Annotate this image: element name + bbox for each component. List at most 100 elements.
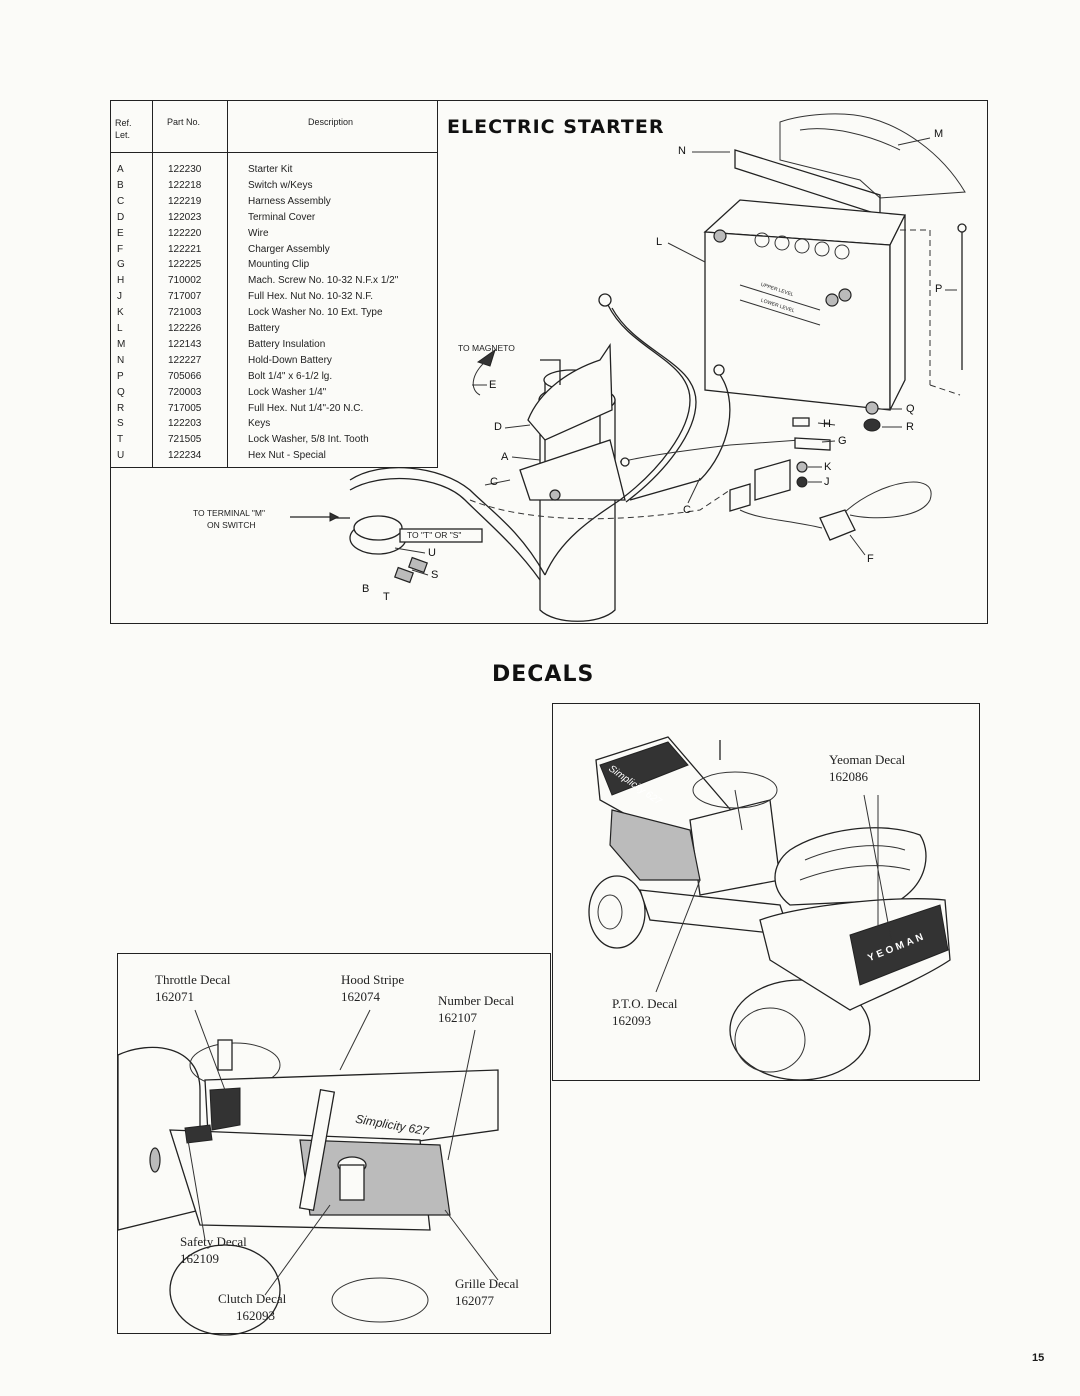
yeoman-decal-name: Yeoman Decal [829, 752, 906, 767]
table-cell-desc: Mach. Screw No. 10-32 N.F.x 1/2" [248, 275, 399, 287]
electric-starter-title: ELECTRIC STARTER [447, 116, 665, 138]
table-cell-desc: Bolt 1/4" x 6-1/2 lg. [248, 370, 333, 382]
right-decal-box [552, 703, 980, 1081]
callout-k: K [824, 461, 832, 473]
table-cell-ref: F [117, 243, 124, 255]
table-cell-ref: D [117, 211, 125, 223]
table-cell-ref: K [117, 307, 124, 319]
number-decal-name: Number Decal [438, 993, 515, 1008]
callout-l: L [656, 236, 663, 248]
page-number: 15 [1032, 1352, 1045, 1364]
table-cell-desc: Full Hex. Nut No. 10-32 N.F. [248, 291, 374, 303]
table-cell-ref: E [117, 227, 124, 239]
table-cell-part: 122143 [168, 338, 202, 350]
parts-table [110, 100, 438, 468]
pto-decal-name: P.T.O. Decal [612, 996, 678, 1011]
throttle-decal-name: Throttle Decal [155, 972, 231, 987]
table-col-divider-1 [152, 100, 153, 468]
callout-q: Q [906, 403, 915, 415]
table-cell-desc: Lock Washer, 5/8 Int. Tooth [248, 434, 369, 446]
hood-stripe-number: 162074 [341, 989, 380, 1004]
table-cell-part: 122230 [168, 164, 202, 175]
callout-t: T [383, 591, 390, 603]
safety-decal-name: Safety Decal [180, 1234, 247, 1249]
decals-title: DECALS [492, 662, 595, 687]
table-cell-ref: C [117, 195, 125, 207]
table-cell-ref: J [117, 291, 122, 303]
table-cell-ref: Q [117, 386, 125, 398]
table-cell-ref: P [117, 370, 124, 382]
to-terminal-m-label: TO TERMINAL "M" [193, 508, 265, 518]
table-cell-part: 717005 [168, 402, 202, 414]
table-cell-part: 122220 [168, 227, 202, 239]
table-cell-part: 122234 [168, 450, 202, 462]
table-cell-part: 705066 [168, 370, 202, 382]
grille-decal-number: 162077 [455, 1293, 494, 1308]
table-cell-desc: Hold-Down Battery [248, 354, 332, 366]
clutch-decal-name: Clutch Decal [218, 1291, 287, 1306]
throttle-decal-number: 162071 [155, 989, 194, 1004]
table-cell-desc: Keys [248, 418, 271, 430]
callout-p: P [935, 283, 943, 295]
table-cell-ref: A [117, 164, 124, 175]
callout-e: E [489, 379, 497, 391]
table-cell-part: 122023 [168, 211, 202, 223]
on-switch-label: ON SWITCH [207, 520, 256, 530]
table-cell-part: 710002 [168, 275, 202, 287]
table-cell-part: 122225 [168, 259, 202, 271]
number-decal-number: 162107 [438, 1010, 477, 1025]
yeoman-decal-number: 162086 [829, 769, 868, 784]
table-cell-desc: Starter Kit [248, 164, 293, 175]
left-decal-box [117, 953, 551, 1334]
table-cell-part: 122227 [168, 354, 202, 366]
table-cell-part: 721003 [168, 307, 202, 319]
table-cell-part: 721505 [168, 434, 202, 446]
clutch-decal-number: 162093 [236, 1308, 275, 1323]
callout-j: J [824, 476, 830, 488]
table-cell-part: 122226 [168, 323, 202, 334]
table-cell-desc: Battery Insulation [248, 338, 326, 350]
table-cell-part: 717007 [168, 291, 202, 303]
hood-stripe-name: Hood Stripe [341, 972, 405, 987]
callout-s: S [431, 569, 439, 581]
table-cell-desc: Charger Assembly [248, 243, 330, 255]
table-cell-desc: Switch w/Keys [248, 179, 313, 191]
pto-decal-number: 162093 [612, 1013, 651, 1028]
callout-a: A [501, 451, 509, 463]
table-cell-desc: Mounting Clip [248, 259, 310, 271]
header-description: Description [308, 117, 354, 127]
table-cell-part: 122218 [168, 179, 202, 191]
table-cell-desc: Wire [248, 227, 269, 239]
table-cell-ref: B [117, 179, 124, 191]
table-col-divider-2 [227, 100, 228, 468]
table-cell-ref: N [117, 354, 125, 366]
table-cell-part: 122219 [168, 195, 202, 207]
table-cell-part: 122203 [168, 418, 202, 430]
callout-b: B [362, 583, 370, 595]
table-cell-desc: Harness Assembly [248, 195, 331, 207]
table-cell-desc: Terminal Cover [248, 211, 316, 223]
header-ref-let: Ref. Let. [115, 118, 132, 140]
callout-u: U [428, 547, 436, 559]
table-cell-ref: H [117, 275, 125, 287]
table-cell-ref: U [117, 450, 125, 462]
table-cell-desc: Hex Nut - Special [248, 450, 326, 462]
table-cell-part: 720003 [168, 386, 202, 398]
grille-decal-name: Grille Decal [455, 1276, 519, 1291]
table-cell-ref: R [117, 402, 125, 414]
safety-decal-number: 162109 [180, 1251, 219, 1266]
callout-f: F [867, 553, 874, 565]
callout-c-harness: C [490, 476, 498, 488]
table-cell-part: 122221 [168, 243, 202, 255]
callout-h: H [823, 418, 831, 430]
callout-n: N [678, 145, 686, 157]
callout-c-wire: C [683, 504, 691, 516]
header-part-no: Part No. [167, 117, 201, 127]
table-cell-desc: Battery [248, 323, 280, 334]
callout-d: D [494, 421, 502, 433]
table-cell-ref: G [117, 259, 125, 271]
table-cell-desc: Lock Washer No. 10 Ext. Type [248, 307, 383, 319]
table-cell-ref: S [117, 418, 124, 430]
callout-g: G [838, 435, 847, 447]
